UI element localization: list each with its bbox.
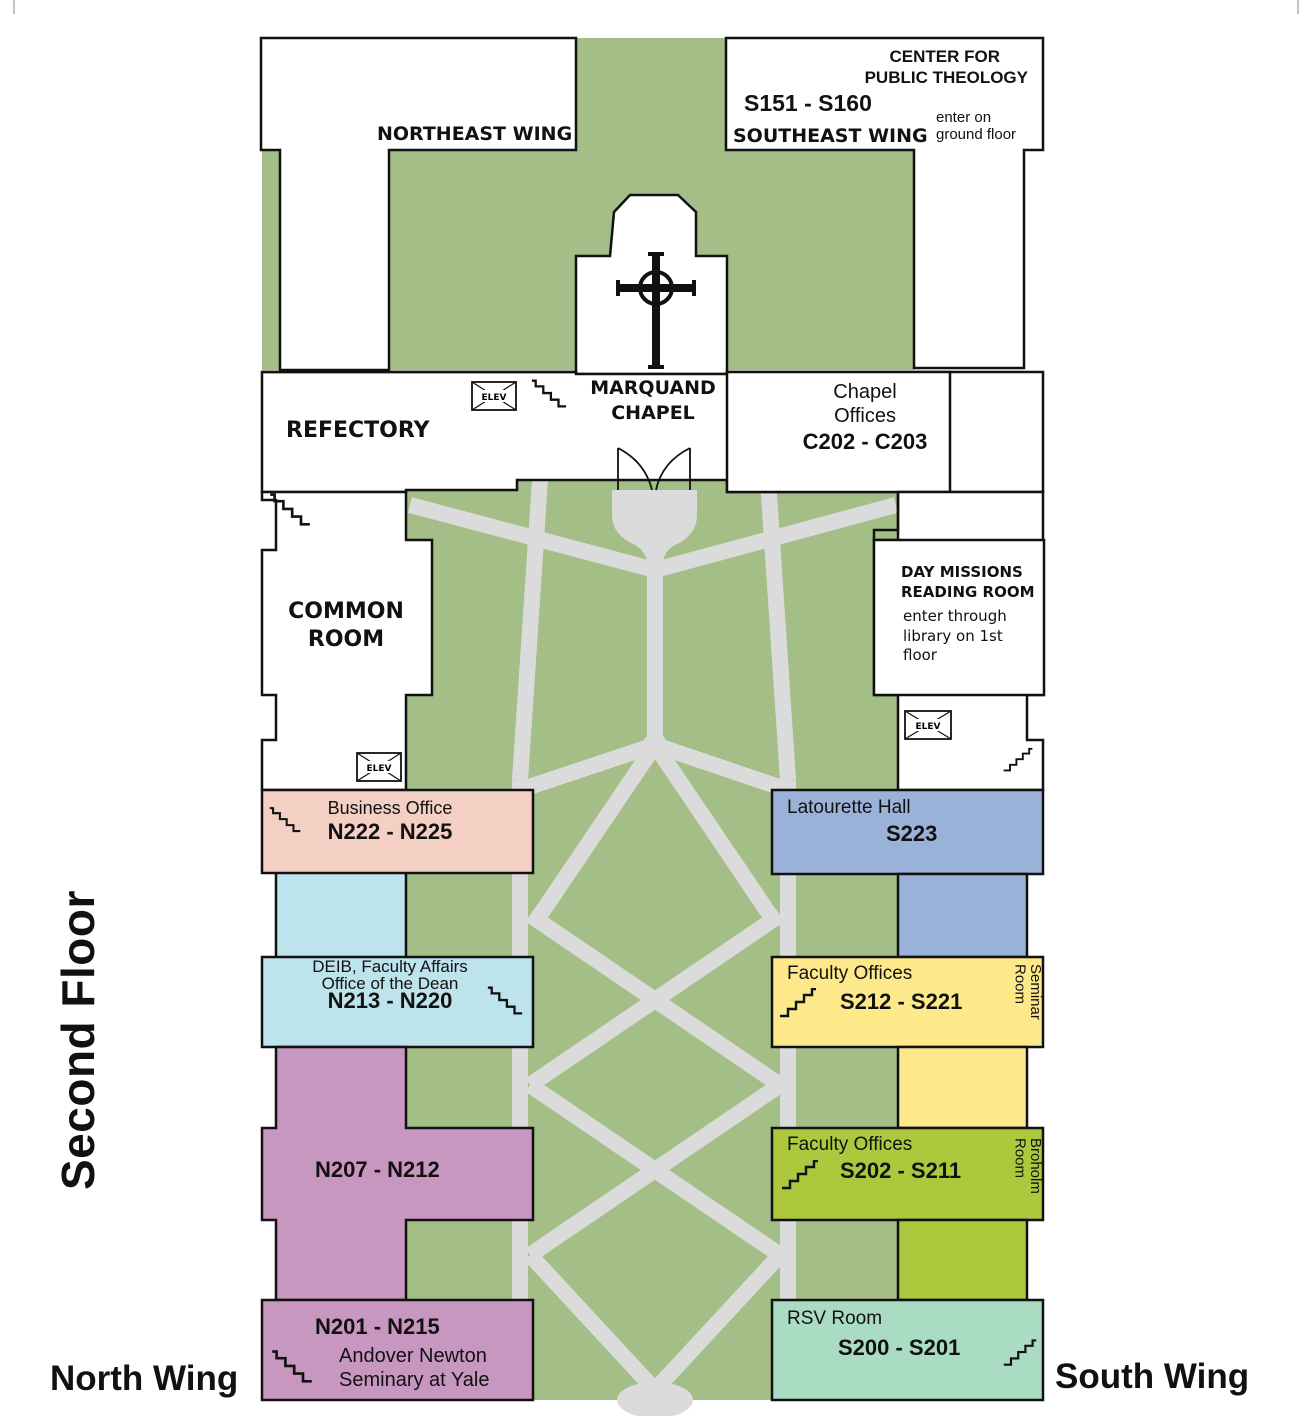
business-office-rooms: N222 - N225 [327,819,453,845]
elevator-icon: ELEV [356,752,402,782]
cpt-note2: ground floor [936,125,1017,143]
rsv-room-rooms: S200 - S201 [838,1335,961,1360]
broholm-room-extension [896,1218,1029,1302]
faculty-offices-upper-name: Faculty Offices [787,963,913,984]
chapel-line2: CHAPEL [611,401,695,424]
business-office-label: Business Office N222 - N225 [300,798,480,845]
day-missions-label: DAY MISSIONS READING ROOM enter through … [901,563,1035,666]
north-wing-label: North Wing [50,1359,239,1398]
chapel-offices-line2: Offices [834,405,896,427]
rsv-room [770,1298,1045,1402]
rsv-room-name: RSV Room [787,1308,883,1329]
seminar-room-extension [896,1045,1029,1130]
chapel-offices-label: Chapel Offices C202 - C203 [790,380,940,455]
chapel-offices [725,370,952,494]
cpt-line1: CENTER FOR [889,47,1001,66]
n207-rooms: N207 - N212 [315,1157,440,1182]
walkways [407,479,899,1400]
faculty-offices-upper [770,955,1045,1049]
day-missions-note2: library on 1st [903,626,1003,645]
chapel-offices-line1: Chapel [833,381,897,403]
latourette-rooms: S223 [886,821,938,846]
southeast-wing [724,36,1045,370]
northeast-wing-label: NORTHEAST WING [377,123,573,145]
elevator-icon: ELEV [904,710,952,740]
chapel-label: MARQUAND CHAPEL [573,376,733,425]
common-room [260,490,434,792]
northeast-wing [259,36,578,372]
day-missions-line1: DAY MISSIONS [901,563,1023,581]
deib-line2: Office of the Dean [321,974,459,993]
day-missions-note3: floor [903,646,937,664]
floor-title: Second Floor [52,890,104,1190]
faculty-offices-lower-name: Faculty Offices [787,1134,913,1155]
common-room-line2: ROOM [307,627,385,653]
deib-label: DEIB, Faculty Affairs Office of the Dean… [285,958,495,1012]
seminar-room-label: Seminar Room [1011,964,1044,1020]
faculty-offices-upper-rooms: S212 - S221 [840,989,963,1014]
n201-room [260,1298,535,1402]
day-missions-line2: READING ROOM [901,582,1035,601]
day-missions-note1: enter through [903,607,1007,625]
northeast-courtyard [262,38,914,370]
common-room-label: COMMON ROOM [276,598,416,654]
n201-line2: Seminary at Yale [339,1369,490,1392]
southeast-wing-label: SOUTHEAST WING [733,125,928,147]
business-office [260,788,535,875]
chapel-line1: MARQUAND [590,377,716,399]
cpt-line2: PUBLIC THEOLOGY [864,68,1028,88]
svg-text:ELEV: ELEV [367,764,392,774]
cpt-rooms: S151 - S160 [744,90,872,116]
n201-rooms: N201 - N215 [315,1314,440,1339]
cpt-note: enter on ground floor [936,109,1017,143]
south-plaza [617,1382,693,1416]
deib-rooms: N213 - N220 [327,988,453,1013]
latourette-extension [896,872,1029,959]
deib-wing-block [276,873,406,957]
elevator-icon: ELEV [471,381,517,411]
latourette-name: Latourette Hall [787,797,911,818]
common-room-line1: COMMON [288,599,404,624]
center-public-theology-label: CENTER FOR PUBLIC THEOLOGY [840,46,1030,89]
n201-line1: Andover Newton [339,1345,487,1367]
chapel-plaza [612,490,697,570]
south-wing-label: South Wing [1055,1357,1250,1396]
deib-line1: DEIB, Faculty Affairs [312,957,468,976]
refectory-label: REFECTORY [286,418,430,443]
chapel-doors [617,447,691,491]
svg-text:ELEV: ELEV [482,393,507,403]
n201-label: Andover Newton Seminary at Yale [339,1344,489,1393]
faculty-offices-lower-rooms: S202 - S211 [840,1158,962,1183]
business-office-name: Business Office [327,798,453,818]
latourette-hall [770,788,1045,876]
cross-icon [616,252,696,369]
chapel-offices-rooms: C202 - C203 [802,429,928,454]
broholm-room-label: Broholm Room [1011,1138,1044,1194]
svg-text:ELEV: ELEV [916,722,941,732]
cpt-note1: enter on [936,109,992,126]
